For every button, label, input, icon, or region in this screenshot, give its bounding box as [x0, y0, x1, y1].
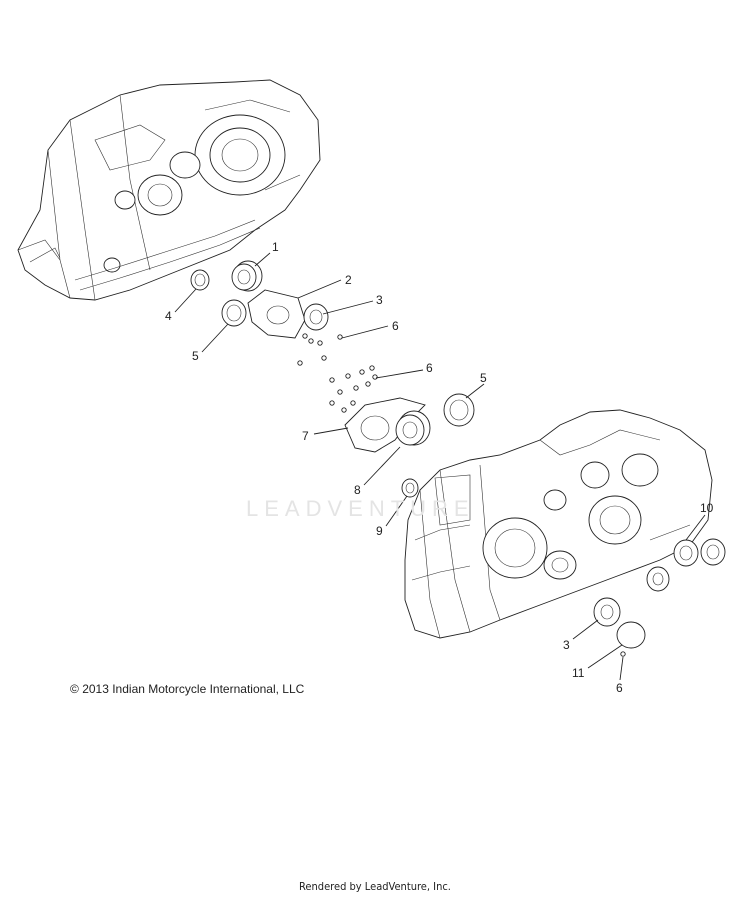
- copyright-text: 2013 Indian Motorcycle International, LL…: [82, 682, 305, 696]
- leader-lines: [174, 252, 706, 681]
- callout-11: 11: [572, 666, 585, 680]
- callout-9: 9: [376, 524, 383, 538]
- screws-6-middle: [329, 365, 378, 413]
- seal-5-lower: [443, 393, 475, 427]
- callout-5: 5: [192, 349, 199, 363]
- callout-6: 6: [426, 361, 433, 375]
- callout-3: 3: [376, 293, 383, 307]
- bearing-8: [395, 410, 431, 446]
- callout-6: 6: [616, 681, 623, 695]
- copyright-notice: © 2013 Indian Motorcycle International, …: [70, 682, 304, 696]
- callout-2: 2: [345, 273, 352, 287]
- bearing-1: [231, 260, 263, 292]
- callout-7: 7: [302, 429, 309, 443]
- left-crankcase-half: [17, 79, 321, 301]
- callout-10: 10: [700, 501, 714, 515]
- callout-8: 8: [354, 483, 361, 497]
- plate-2: [247, 289, 306, 339]
- footer-credit: Rendered by LeadVenture, Inc.: [299, 880, 451, 893]
- seal-9: [401, 478, 419, 498]
- callout-labels: 1 2 3 4 5 6 6 5 7 8 9 10 3 11 6: [165, 240, 714, 695]
- callout-3: 3: [563, 638, 570, 652]
- right-crankcase-half: [404, 409, 713, 639]
- callout-6: 6: [392, 319, 399, 333]
- seal-4: [190, 269, 210, 291]
- seal-5-upper: [221, 299, 247, 327]
- bearing-3-upper: [303, 303, 329, 331]
- callout-1: 1: [272, 240, 279, 254]
- callout-4: 4: [165, 309, 172, 323]
- copyright-symbol: ©: [70, 682, 79, 696]
- bearings-10: [646, 538, 726, 592]
- bearing-3-lower: [593, 597, 621, 627]
- callout-5: 5: [480, 371, 487, 385]
- cover-11: [616, 621, 646, 657]
- screws-6-upper: [297, 333, 343, 366]
- watermark: LEADVENTURE: [246, 496, 475, 521]
